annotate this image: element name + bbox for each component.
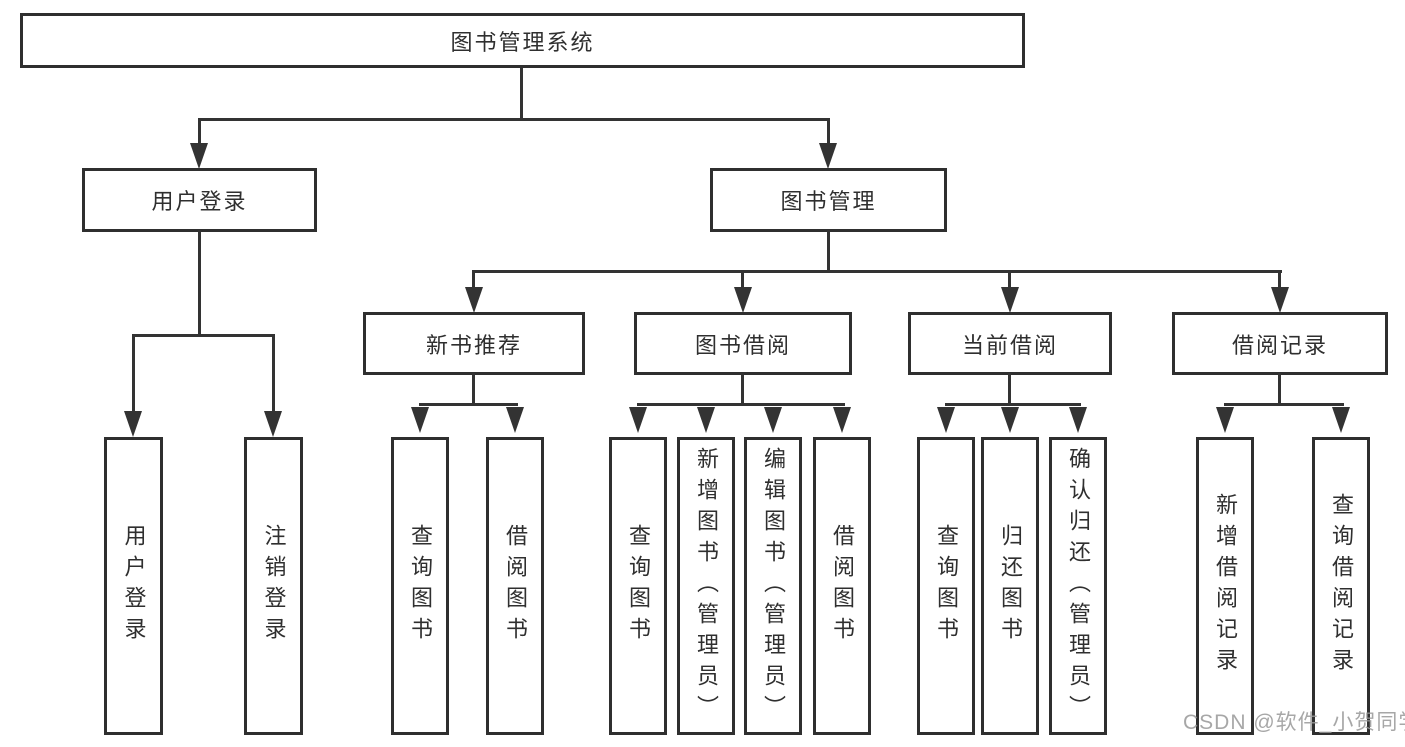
leaf-borrow-books-2: 借阅图书 bbox=[813, 437, 871, 735]
node-label: 新书推荐 bbox=[425, 332, 522, 358]
connector-borrowing-drop bbox=[741, 373, 744, 406]
connector-root-branch bbox=[198, 118, 830, 121]
leaf-user-login: 用户登录 bbox=[104, 437, 163, 735]
node-label: 图书管理系统 bbox=[450, 29, 595, 55]
leaf-query-borrow-record: 查询借阅记录 bbox=[1312, 437, 1370, 735]
arrowhead-user-login bbox=[190, 143, 208, 169]
leaf-borrow-books-1: 借阅图书 bbox=[486, 437, 544, 735]
node-book-borrowing: 图书借阅 bbox=[634, 312, 852, 375]
csdn-watermark: CSDN @软件_小贺同学 bbox=[1183, 711, 1405, 734]
connector-new-book-drop bbox=[472, 373, 475, 406]
leaf-label: 新增图书（管理员） bbox=[694, 446, 719, 726]
leaf-query-books-2: 查询图书 bbox=[609, 437, 667, 735]
node-current-borrowing: 当前借阅 bbox=[908, 312, 1112, 375]
connector-stub-login-leaf bbox=[132, 334, 135, 411]
arrowhead-borrow-books-1 bbox=[506, 407, 524, 433]
leaf-query-books-3: 查询图书 bbox=[917, 437, 975, 735]
leaf-label: 借阅图书 bbox=[830, 524, 855, 648]
arrowhead-query-books-1 bbox=[411, 407, 429, 433]
arrowhead-logout-leaf bbox=[264, 411, 282, 437]
connector-book-management-drop bbox=[827, 230, 830, 272]
connector-user-login-branch bbox=[132, 334, 275, 337]
connector-records-branch bbox=[1224, 403, 1344, 406]
connector-book-management-branch bbox=[472, 270, 1282, 273]
leaf-label: 查询借阅记录 bbox=[1329, 493, 1354, 679]
connector-stub-logout-leaf bbox=[272, 334, 275, 411]
leaf-label: 注销登录 bbox=[261, 524, 287, 648]
connector-current-branch bbox=[945, 403, 1081, 406]
connector-current-drop bbox=[1008, 373, 1011, 406]
leaf-return-books: 归还图书 bbox=[981, 437, 1039, 735]
connector-user-login-drop bbox=[198, 230, 201, 336]
connector-borrowing-branch bbox=[637, 403, 845, 406]
arrowhead-add-borrow-record bbox=[1216, 407, 1234, 433]
arrowhead-query-borrow-record bbox=[1332, 407, 1350, 433]
connector-records-drop bbox=[1278, 373, 1281, 406]
leaf-label: 编辑图书（管理员） bbox=[761, 446, 786, 726]
node-label: 图书借阅 bbox=[694, 332, 791, 358]
arrowhead-edit-book-admin bbox=[764, 407, 782, 433]
connector-stub-book-management bbox=[827, 118, 830, 145]
node-user-login: 用户登录 bbox=[82, 168, 317, 232]
node-book-management: 图书管理 bbox=[710, 168, 947, 232]
arrowhead-query-books-2 bbox=[629, 407, 647, 433]
arrowhead-new-book bbox=[465, 287, 483, 313]
leaf-add-book-admin: 新增图书（管理员） bbox=[677, 437, 735, 735]
leaf-confirm-return-admin: 确认归还（管理员） bbox=[1049, 437, 1107, 735]
connector-stub-records bbox=[1278, 270, 1281, 288]
node-label: 图书管理 bbox=[780, 189, 877, 214]
node-label: 用户登录 bbox=[151, 189, 248, 214]
arrowhead-borrow-books-2 bbox=[833, 407, 851, 433]
arrowhead-borrowing bbox=[734, 287, 752, 313]
arrowhead-return-books bbox=[1001, 407, 1019, 433]
leaf-edit-book-admin: 编辑图书（管理员） bbox=[744, 437, 802, 735]
connector-stub-current bbox=[1008, 270, 1011, 288]
leaf-query-books-1: 查询图书 bbox=[391, 437, 449, 735]
leaf-label: 归还图书 bbox=[998, 524, 1023, 648]
leaf-label: 确认归还（管理员） bbox=[1066, 446, 1091, 726]
leaf-logout: 注销登录 bbox=[244, 437, 303, 735]
node-new-book-recommendation: 新书推荐 bbox=[363, 312, 585, 375]
arrowhead-login-leaf bbox=[124, 411, 142, 437]
arrowhead-book-management bbox=[819, 143, 837, 169]
arrowhead-query-books-3 bbox=[937, 407, 955, 433]
leaf-label: 用户登录 bbox=[121, 524, 147, 648]
connector-stub-user-login bbox=[198, 118, 201, 145]
node-label: 当前借阅 bbox=[961, 332, 1058, 358]
connector-stub-new-book bbox=[472, 270, 475, 288]
leaf-add-borrow-record: 新增借阅记录 bbox=[1196, 437, 1254, 735]
arrowhead-confirm-return-admin bbox=[1069, 407, 1087, 433]
connector-root-drop bbox=[520, 68, 523, 120]
leaf-label: 查询图书 bbox=[626, 524, 651, 648]
leaf-label: 查询图书 bbox=[934, 524, 959, 648]
node-book-management-system: 图书管理系统 bbox=[20, 13, 1025, 68]
leaf-label: 借阅图书 bbox=[503, 524, 528, 648]
connector-stub-borrowing bbox=[741, 270, 744, 288]
arrowhead-add-book-admin bbox=[697, 407, 715, 433]
connector-new-book-branch bbox=[419, 403, 518, 406]
arrowhead-current bbox=[1001, 287, 1019, 313]
leaf-label: 查询图书 bbox=[408, 524, 433, 648]
node-label: 借阅记录 bbox=[1231, 332, 1328, 358]
arrowhead-records bbox=[1271, 287, 1289, 313]
node-borrowing-records: 借阅记录 bbox=[1172, 312, 1388, 375]
leaf-label: 新增借阅记录 bbox=[1213, 493, 1238, 679]
